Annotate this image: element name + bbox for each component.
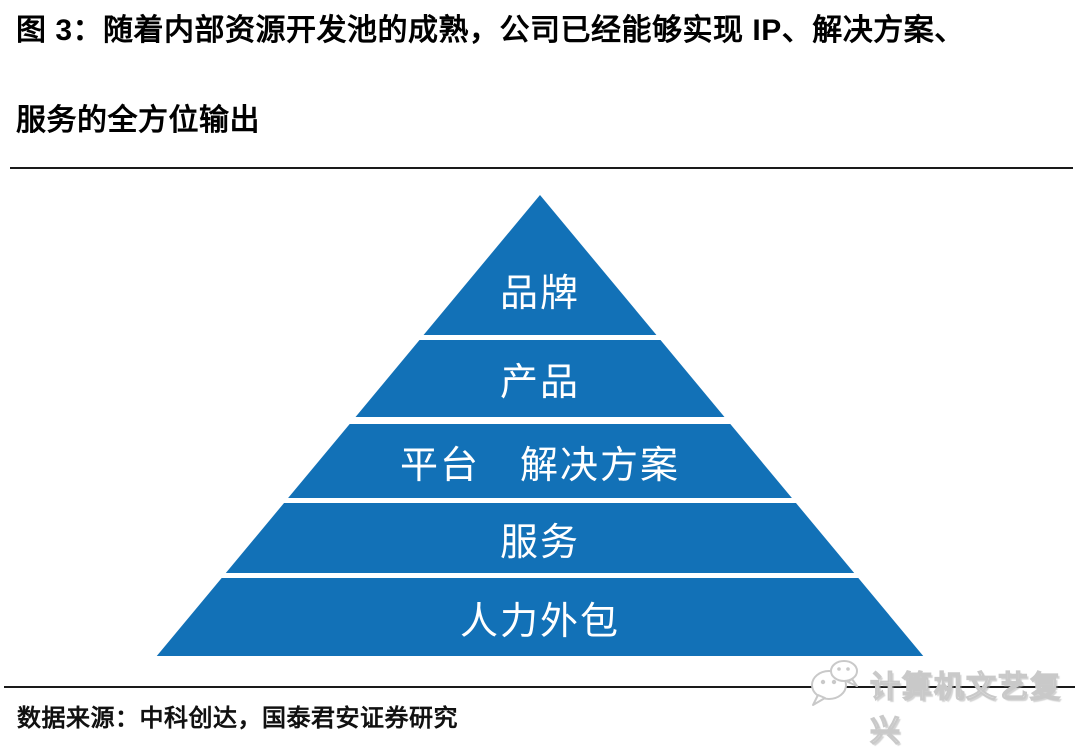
bottom-divider xyxy=(4,686,1075,688)
pyramid-level-services: 服务 xyxy=(225,503,855,573)
level-label: 平台 解决方案 xyxy=(399,442,680,487)
source-note: 数据来源：中科创达，国泰君安证券研究 xyxy=(17,705,458,732)
figure-title: 图 3：随着内部资源开发池的成熟，公司已经能够实现 IP、解决方案、 服务的全方… xyxy=(16,12,1064,140)
level-label: 服务 xyxy=(499,519,580,564)
pyramid-level-brand: 品牌 xyxy=(423,195,657,335)
figure-title-line-2: 服务的全方位输出 xyxy=(16,104,260,137)
top-divider xyxy=(10,167,1073,169)
wechat-icon xyxy=(806,658,864,715)
watermark-text: 计算机文艺复兴 xyxy=(869,670,1062,748)
pyramid-level-platform-solutions: 平台 解决方案 xyxy=(288,424,792,498)
pyramid-diagram: 品牌 产品 平台 解决方案 服务 人力外包 xyxy=(156,195,924,657)
report-figure-page: { "header": { "title_line1": "图 3：随着内部资源… xyxy=(4,12,1075,749)
level-label: 人力外包 xyxy=(459,598,620,643)
pyramid-level-hr-outsourcing: 人力外包 xyxy=(156,578,924,656)
level-label: 品牌 xyxy=(499,271,580,315)
level-label: 产品 xyxy=(499,360,580,404)
figure-title-line-1: 图 3：随着内部资源开发池的成熟，公司已经能够实现 IP、解决方案、 xyxy=(16,14,965,47)
pyramid-level-product: 产品 xyxy=(355,340,725,417)
watermark: 计算机文艺复兴 xyxy=(806,658,1080,750)
